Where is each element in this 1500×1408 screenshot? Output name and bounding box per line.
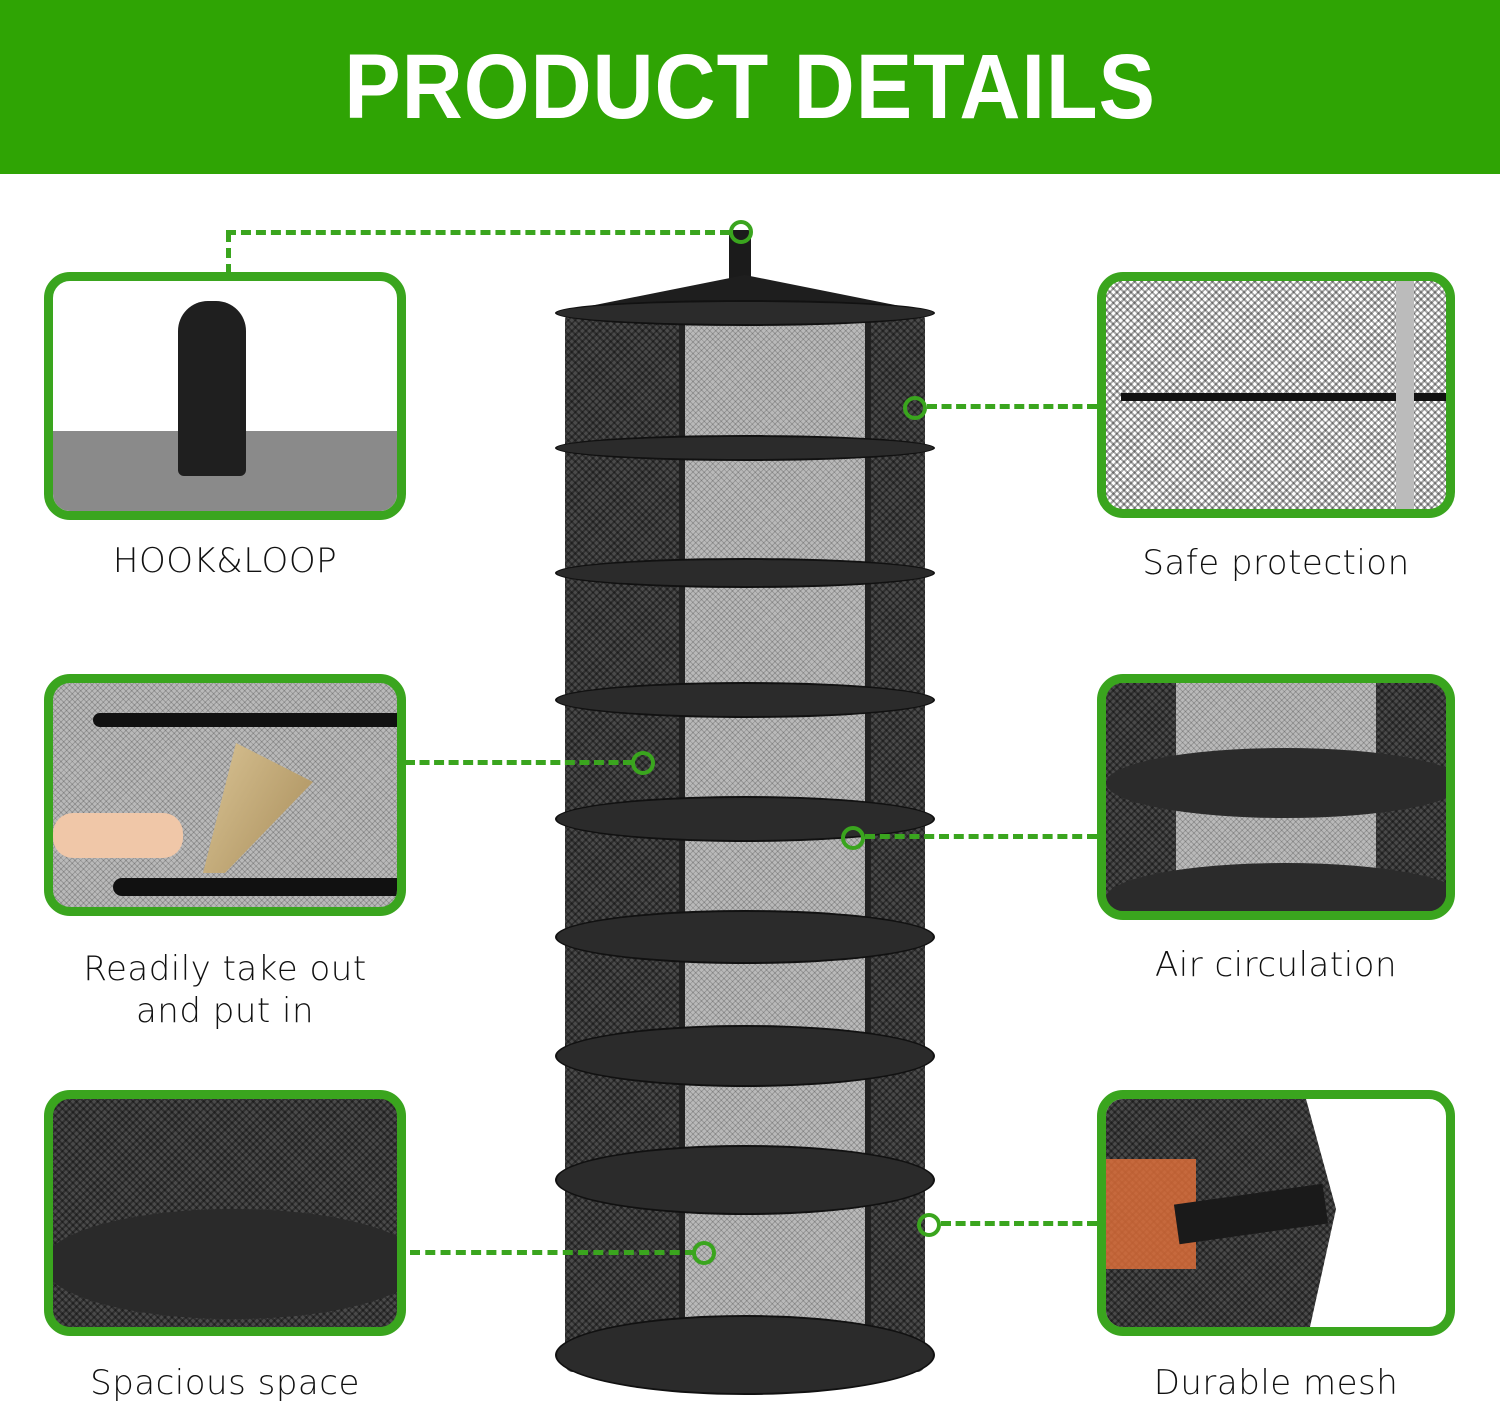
- ring-edge: [113, 878, 397, 896]
- callout-dot: [917, 1213, 941, 1237]
- ring-edge: [1121, 393, 1446, 401]
- callout-dot: [841, 826, 865, 850]
- feature-card-air: [1097, 674, 1455, 920]
- connector-line: [865, 834, 1097, 839]
- feature-card-durable: [1097, 1090, 1455, 1336]
- feature-label: Readily take out and put in: [44, 948, 406, 1032]
- strap: [865, 312, 871, 1372]
- header-banner: PRODUCT DETAILS: [0, 0, 1500, 174]
- dried-herbs: [203, 743, 313, 873]
- page-title: PRODUCT DETAILS: [344, 35, 1156, 138]
- strap: [679, 312, 685, 1372]
- connector-line: [405, 760, 633, 765]
- velcro-strap: [178, 301, 246, 476]
- feature-label: Spacious space: [90, 1363, 360, 1403]
- tier-ring: [555, 1145, 935, 1215]
- feature-label: Safe protection: [1142, 543, 1410, 583]
- tier-ring: [555, 435, 935, 461]
- mesh-panel-edge: [1396, 281, 1414, 509]
- hanging-loop: [729, 230, 751, 285]
- tier-ring: [555, 558, 935, 588]
- callout-dot: [692, 1241, 716, 1265]
- hand: [53, 813, 183, 858]
- tier-ring: [555, 1025, 935, 1087]
- connector-line: [927, 404, 1097, 409]
- tier-ring: [555, 682, 935, 718]
- connector-line: [226, 232, 231, 274]
- connector-line: [410, 1250, 695, 1255]
- callout-dot: [729, 220, 753, 244]
- drying-rack-image: [555, 230, 935, 1400]
- tier-ring: [555, 300, 935, 326]
- feature-card-hook-loop: [44, 272, 406, 520]
- callout-dot: [903, 396, 927, 420]
- callout-dot: [631, 751, 655, 775]
- connector-line: [941, 1221, 1097, 1226]
- feature-card-readily: [44, 674, 406, 916]
- shelf-disc: [53, 1209, 397, 1319]
- tier-ring: [555, 1315, 935, 1395]
- feature-label: Durable mesh: [1153, 1363, 1399, 1403]
- ring-edge: [93, 713, 397, 727]
- feature-card-spacious: [44, 1090, 406, 1336]
- feature-label: HOOK&LOOP: [112, 541, 338, 581]
- shelf-disc: [1106, 863, 1446, 911]
- connector-line: [226, 230, 730, 235]
- feature-label-line: Readily take out: [83, 949, 367, 989]
- feature-label: Air circulation: [1154, 945, 1397, 985]
- shelf-disc: [1106, 748, 1446, 818]
- feature-label-line: and put in: [135, 991, 315, 1031]
- tier-ring: [555, 910, 935, 964]
- feature-card-safe: [1097, 272, 1455, 518]
